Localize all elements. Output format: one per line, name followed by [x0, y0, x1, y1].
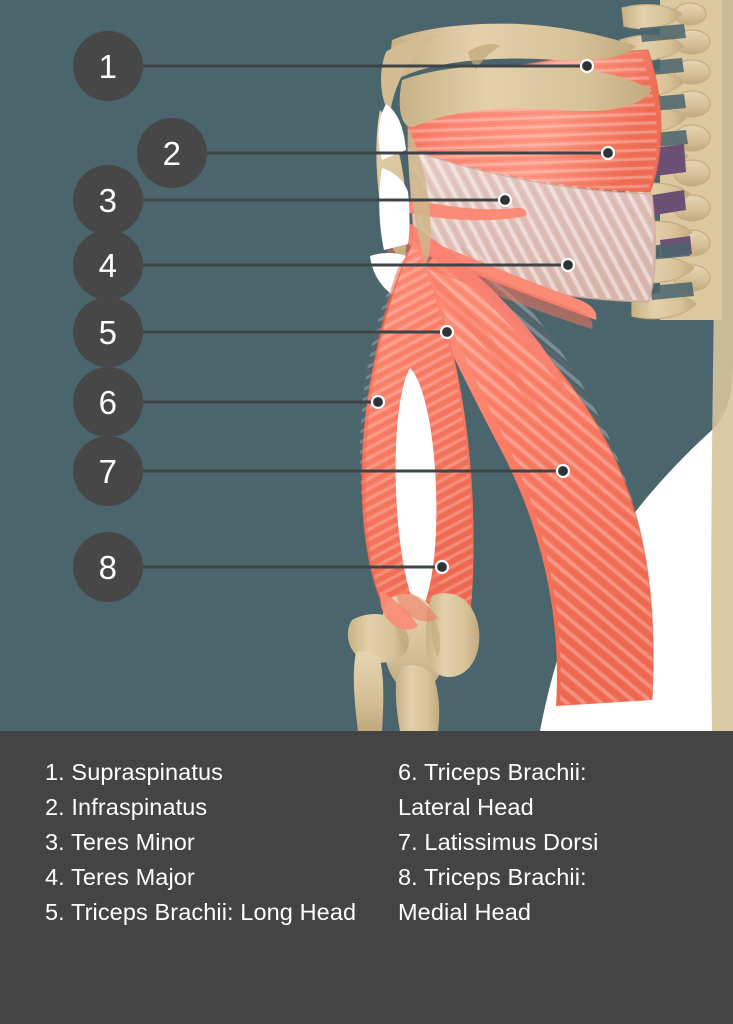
leader-dot-3	[497, 192, 513, 208]
leader-line-group	[143, 64, 608, 569]
callout-number-6: 6	[98, 383, 118, 421]
muscle-elbow-slip	[380, 592, 418, 630]
callout-marker-4[interactable]: 4	[73, 230, 143, 300]
callout-markers: 1 2 3 4 5 6 7 8	[73, 31, 207, 602]
legend-column-left: 1. Supraspinatus 2. Infraspinatus 3. Ter…	[0, 755, 385, 930]
legend-item-7: 7. Latissimus Dorsi	[398, 829, 599, 855]
leader-dot-2	[600, 145, 616, 161]
leader-dot-6	[370, 394, 386, 410]
torso-silhouette	[540, 0, 733, 731]
callout-marker-6[interactable]: 6	[73, 367, 143, 437]
legend-column-right: 6. Triceps Brachii: Lateral Head 7. Lati…	[385, 755, 733, 930]
leader-dot-5	[439, 324, 455, 340]
triceps-tendon	[395, 368, 437, 614]
legend-item-3: 3. Teres Minor	[45, 829, 195, 855]
legend-columns: 1. Supraspinatus 2. Infraspinatus 3. Ter…	[0, 755, 733, 930]
callout-leader-lines	[143, 58, 616, 575]
muscle-elbow-slip-shadow	[396, 586, 438, 622]
leader-dot-7	[555, 463, 571, 479]
callout-marker-5[interactable]: 5	[73, 297, 143, 367]
callout-marker-8[interactable]: 8	[73, 532, 143, 602]
legend-item-1: 1. Supraspinatus	[45, 759, 223, 785]
legend-item-4: 4. Teres Major	[45, 864, 195, 890]
callout-marker-1[interactable]: 1	[73, 31, 143, 101]
callout-number-1: 1	[98, 47, 118, 85]
callout-number-8: 8	[98, 548, 118, 586]
leader-dot-1	[579, 58, 595, 74]
legend-item-5: 5. Triceps Brachii: Long Head	[45, 899, 357, 925]
callout-number-2: 2	[162, 134, 182, 172]
callout-number-7: 7	[98, 452, 118, 490]
leader-dot-group	[370, 58, 616, 575]
legend-item-6: 6. Triceps Brachii: Lateral Head	[398, 759, 587, 820]
anatomy-illustration	[347, 0, 733, 731]
legend-item-8: 8. Triceps Brachii: Medial Head	[398, 864, 587, 925]
legend-item-2: 2. Infraspinatus	[45, 794, 208, 820]
callout-number-3: 3	[98, 181, 118, 219]
anatomy-artwork	[347, 0, 733, 731]
callout-number-5: 5	[98, 313, 118, 351]
leader-dot-8	[434, 559, 450, 575]
callout-marker-3[interactable]: 3	[73, 165, 143, 235]
legend-panel: 1. Supraspinatus 2. Infraspinatus 3. Ter…	[0, 731, 733, 1024]
callout-number-4: 4	[98, 246, 118, 284]
leader-dot-4	[560, 257, 576, 273]
callout-marker-2[interactable]: 2	[137, 118, 207, 188]
callout-marker-7[interactable]: 7	[73, 436, 143, 506]
